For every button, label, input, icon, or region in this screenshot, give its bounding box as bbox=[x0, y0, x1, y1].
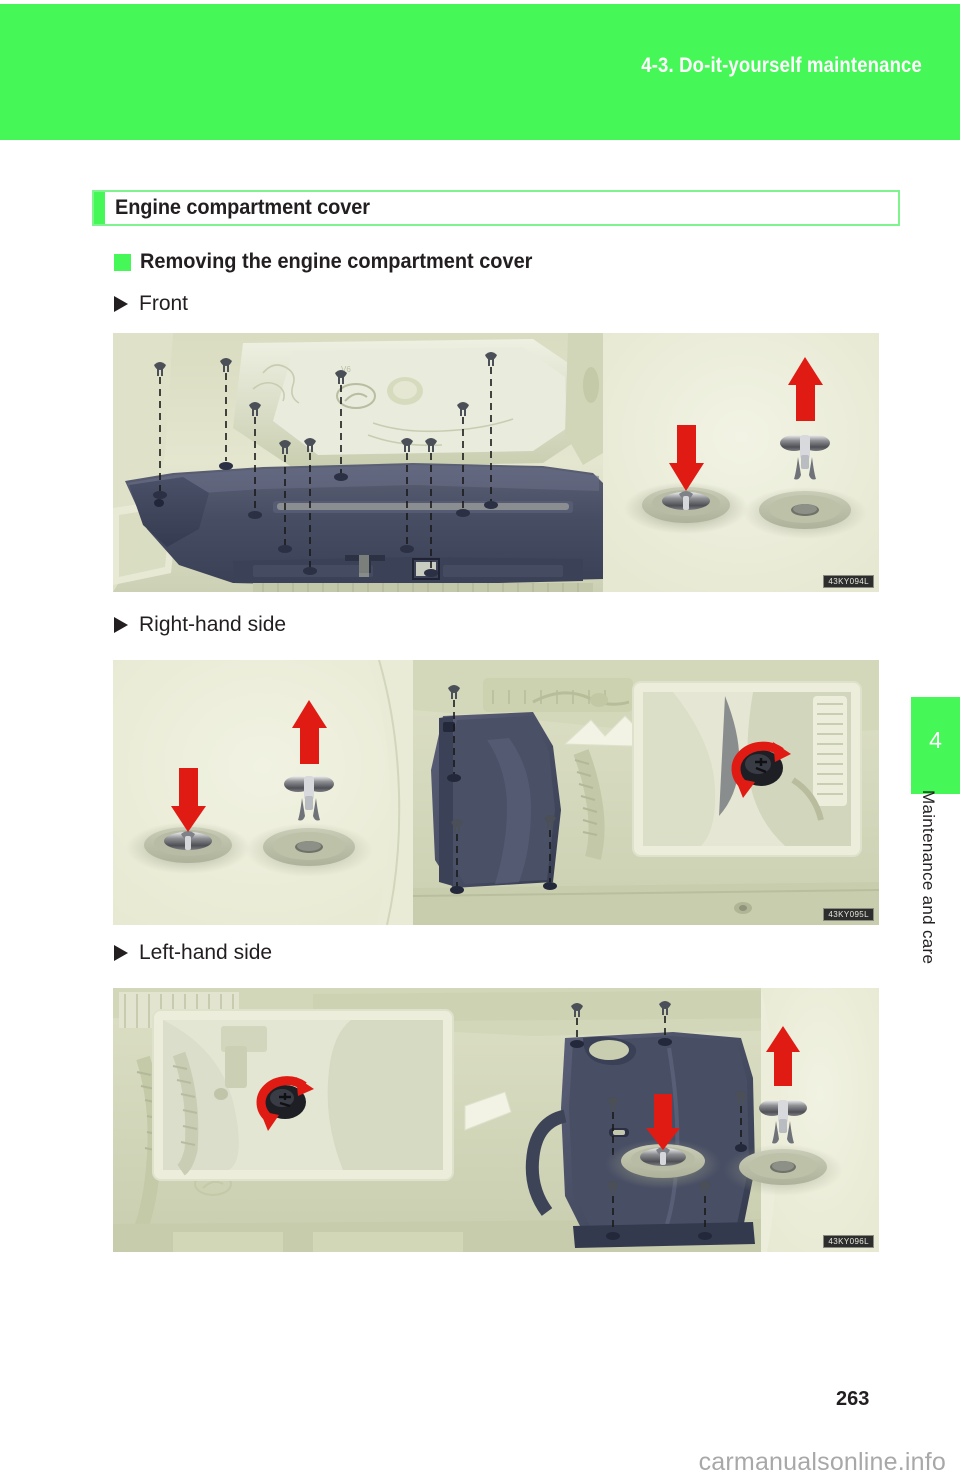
figure-front-illustration: V6 bbox=[113, 333, 879, 592]
magnified-callout bbox=[152, 1009, 454, 1181]
figure-heading-right-hand-side-label: Right-hand side bbox=[139, 613, 287, 636]
subsection-heading-label: Removing the engine compartment cover bbox=[140, 250, 533, 273]
rotate-arrow-icon bbox=[256, 1076, 314, 1131]
triangle-bullet-icon bbox=[114, 617, 128, 633]
figure-code-right-hand-side: 43KY095L bbox=[823, 908, 874, 921]
section-title-accent-bar bbox=[94, 192, 105, 224]
up-arrow-icon bbox=[292, 700, 327, 764]
figure-front: V6 bbox=[113, 333, 879, 592]
figure-heading-front: Front bbox=[114, 292, 188, 316]
triangle-bullet-icon bbox=[114, 945, 128, 961]
page-header-title: 4-3. Do-it-yourself maintenance bbox=[641, 54, 922, 77]
svg-text:V6: V6 bbox=[341, 365, 351, 374]
chapter-tab-label: Maintenance and care bbox=[919, 790, 938, 965]
figure-left-hand-side-clip-detail bbox=[605, 988, 879, 1252]
subsection-heading: Removing the engine compartment cover bbox=[114, 250, 553, 274]
figure-heading-front-label: Front bbox=[139, 292, 189, 315]
down-arrow-icon bbox=[669, 425, 704, 491]
figure-right-hand-side: 43KY095L bbox=[113, 660, 879, 925]
figure-right-hand-side-illustration bbox=[113, 660, 879, 925]
triangle-bullet-icon bbox=[114, 296, 128, 312]
up-arrow-icon bbox=[766, 1026, 800, 1086]
rotate-arrow-icon bbox=[731, 741, 791, 798]
figure-heading-right-hand-side: Right-hand side bbox=[114, 613, 286, 637]
page-header: 4-3. Do-it-yourself maintenance bbox=[0, 4, 960, 140]
chapter-tab-number: 4 bbox=[929, 727, 942, 753]
green-square-bullet-icon bbox=[114, 253, 131, 271]
section-title-box: Engine compartment cover bbox=[92, 190, 900, 226]
figure-heading-left-hand-side-label: Left-hand side bbox=[139, 941, 273, 964]
figure-code-left-hand-side: 43KY096L bbox=[823, 1235, 874, 1248]
page-title: Engine compartment cover bbox=[115, 196, 370, 219]
page-number: 263 bbox=[836, 1388, 870, 1410]
figure-left-hand-side-illustration bbox=[113, 988, 879, 1252]
figure-left-hand-side: 43KY096L bbox=[113, 988, 879, 1252]
figure-code-front: 43KY094L bbox=[823, 575, 874, 588]
site-watermark: carmanualsonline.info bbox=[698, 1448, 946, 1476]
figure-heading-left-hand-side: Left-hand side bbox=[114, 941, 272, 965]
down-arrow-icon bbox=[171, 768, 206, 832]
chapter-tab: 4 bbox=[911, 697, 960, 794]
magnified-callout bbox=[632, 681, 862, 857]
down-arrow-icon bbox=[646, 1094, 680, 1150]
up-arrow-icon bbox=[788, 357, 823, 421]
